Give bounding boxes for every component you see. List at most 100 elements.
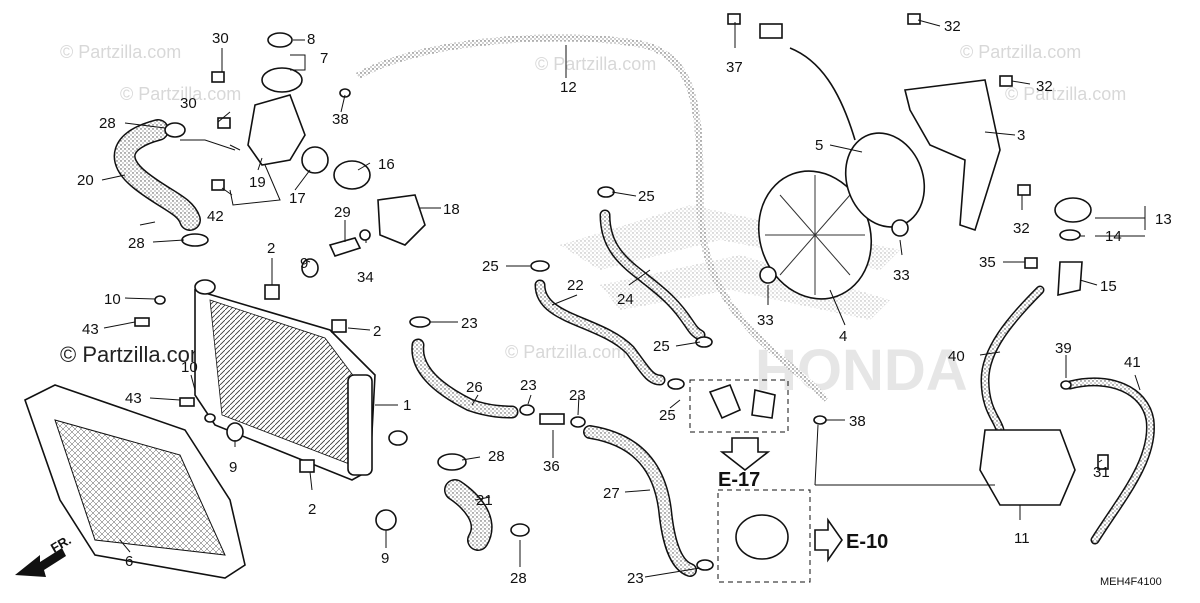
hose-24 <box>601 211 704 339</box>
joint-pipe-b <box>751 389 776 419</box>
callout-23-a: 23 <box>461 315 478 332</box>
callout-1: 1 <box>403 397 411 414</box>
watermark-3: © Partzilla.com <box>960 42 1081 62</box>
fan-connector <box>759 23 783 39</box>
callout-20: 20 <box>77 172 94 189</box>
thermostat <box>333 160 371 190</box>
reserve-tank <box>979 429 1076 506</box>
callout-35: 35 <box>979 254 996 271</box>
watermark-1: © Partzilla.com <box>60 42 181 62</box>
callout-33-b: 33 <box>757 312 774 329</box>
callout-2-a: 2 <box>267 240 275 257</box>
cap-seal <box>267 32 293 48</box>
callout-37: 37 <box>726 59 743 76</box>
hose-22 <box>536 281 664 384</box>
callout-27: 27 <box>603 485 620 502</box>
fan-blade-spokes <box>765 175 865 295</box>
callout-28-b: 28 <box>128 235 145 252</box>
hose-26 <box>412 340 517 417</box>
callout-11: 11 <box>1014 530 1030 547</box>
water-pump <box>735 514 789 560</box>
callout-28-a: 28 <box>99 115 116 132</box>
callout-28-d: 28 <box>510 570 527 587</box>
upper-hose <box>356 34 829 403</box>
callout-numbers: 30 8 7 12 37 32 32 30 28 38 5 3 20 19 17… <box>77 18 1172 587</box>
callout-8: 8 <box>307 31 315 48</box>
hose-20 <box>115 120 200 230</box>
ref-e17: E-17 <box>718 469 760 491</box>
callout-38-a: 38 <box>332 111 349 128</box>
callout-9-a: 9 <box>300 255 308 272</box>
ref-e10: E-10 <box>846 531 888 553</box>
o-ring-17 <box>301 146 329 174</box>
watermark-6: © Partzilla.com <box>120 84 241 104</box>
callout-6: 6 <box>125 553 133 570</box>
callout-42: 42 <box>207 208 224 225</box>
joint-pipe-a <box>708 383 742 420</box>
front-label: FR. <box>48 532 74 555</box>
e17-arrow <box>719 437 771 472</box>
watermark-5: © Partzilla.com <box>505 342 626 362</box>
callout-9-b: 9 <box>229 459 237 476</box>
fan-wire <box>789 47 856 141</box>
callout-26: 26 <box>466 379 483 396</box>
radiator-inlet <box>194 279 216 295</box>
callout-16: 16 <box>378 156 395 173</box>
callout-19: 19 <box>249 174 266 191</box>
reserve-cap-seal <box>1059 229 1081 241</box>
callout-23-b: 23 <box>520 377 537 394</box>
callout-23-d: 23 <box>627 570 644 587</box>
callout-43-a: 43 <box>82 321 99 338</box>
callout-10-b: 10 <box>181 359 198 376</box>
callout-18: 18 <box>443 201 460 218</box>
callout-10-a: 10 <box>104 291 121 308</box>
callout-25-c: 25 <box>653 338 670 355</box>
callout-4: 4 <box>839 328 847 345</box>
callout-7: 7 <box>320 50 328 67</box>
washer-34 <box>359 229 371 241</box>
leader-lines <box>101 19 1146 578</box>
callout-17: 17 <box>289 190 306 207</box>
radiator-outlet <box>388 430 408 446</box>
wing-logo-mid <box>600 255 890 320</box>
callout-28-c: 28 <box>488 448 505 465</box>
water-pump-box <box>717 489 811 583</box>
callout-23-c: 23 <box>569 387 586 404</box>
watermark-4: © Partzilla.com <box>1005 84 1126 104</box>
callout-21: 21 <box>476 492 493 509</box>
callout-25-a: 25 <box>638 188 655 205</box>
callout-9-c: 9 <box>381 550 389 567</box>
diagram-code: MEH4F4100 <box>1100 576 1162 588</box>
callout-15: 15 <box>1100 278 1117 295</box>
filler-neck-15 <box>1057 261 1083 297</box>
callout-29: 29 <box>334 204 351 221</box>
honda-brand-mark: HONDA <box>755 338 968 403</box>
callout-32-c: 32 <box>1013 220 1030 237</box>
callout-32-a: 32 <box>944 18 961 35</box>
temp-sensor <box>328 237 362 257</box>
callout-3: 3 <box>1017 127 1025 144</box>
callout-33-a: 33 <box>893 267 910 284</box>
callout-30-b: 30 <box>180 95 197 112</box>
callout-32-b: 32 <box>1036 78 1053 95</box>
grille-mesh <box>54 419 226 556</box>
callout-43-b: 43 <box>125 390 142 407</box>
callout-2-c: 2 <box>308 501 316 518</box>
callout-12: 12 <box>560 79 577 96</box>
callout-24: 24 <box>617 291 634 308</box>
callout-31: 31 <box>1093 464 1110 481</box>
callout-22: 22 <box>567 277 584 294</box>
callout-25-b: 25 <box>482 258 499 275</box>
thermostat-housing <box>247 94 306 166</box>
thermostat-cover <box>377 194 426 246</box>
hose-40 <box>981 287 1043 433</box>
watermark-main: © Partzilla.com <box>60 342 208 367</box>
hose-27 <box>584 426 696 576</box>
callout-41: 41 <box>1124 354 1141 371</box>
callout-38-b: 38 <box>849 413 866 430</box>
e10-arrow <box>814 517 843 563</box>
callout-14: 14 <box>1105 228 1122 245</box>
radiator-tank <box>347 374 373 476</box>
